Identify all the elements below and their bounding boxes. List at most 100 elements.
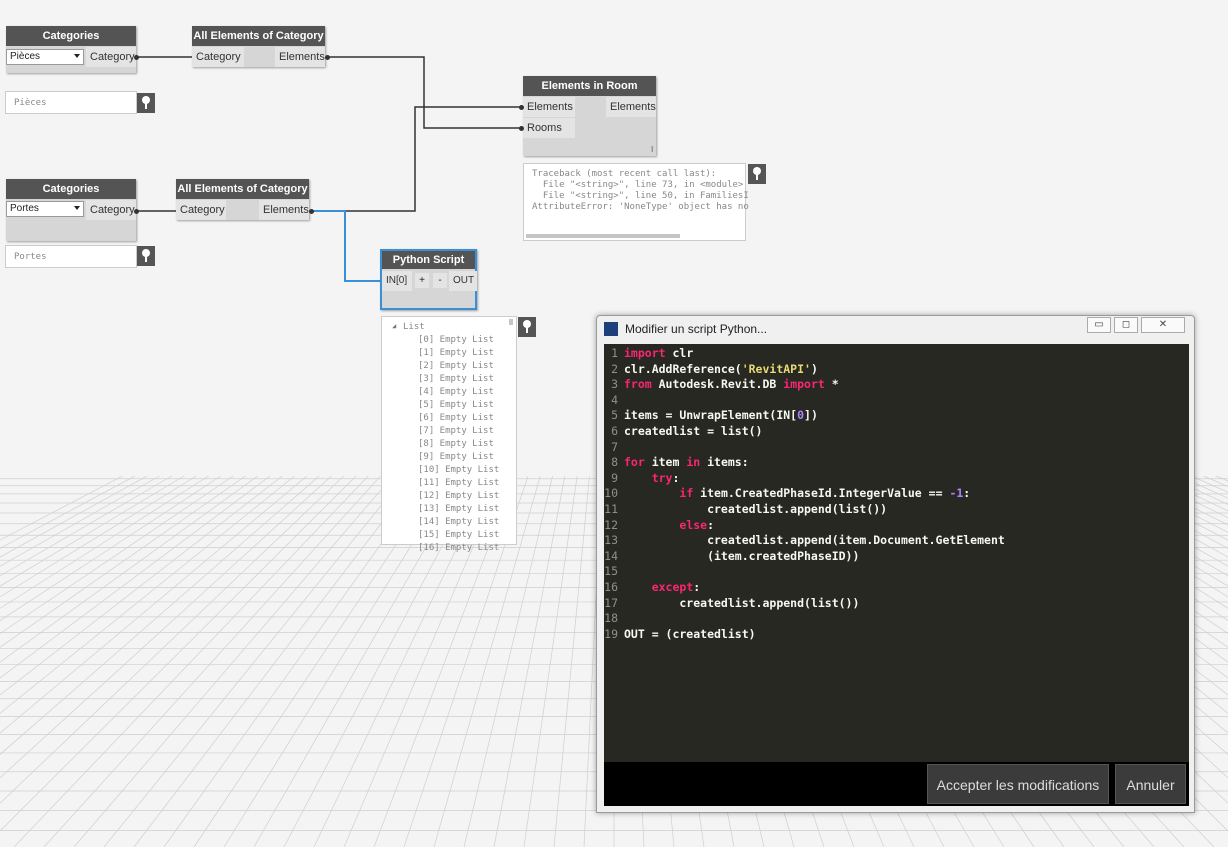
dialog-footer: Accepter les modifications Annuler	[604, 762, 1189, 806]
node-title: Categories	[6, 26, 136, 46]
dropdown-value: Pièces	[10, 51, 41, 62]
output-connector[interactable]	[134, 209, 139, 214]
code-line[interactable]: try:	[651, 470, 680, 485]
list-item: [1] Empty List	[418, 348, 494, 358]
input-connector[interactable]	[519, 126, 524, 131]
line-number: 4	[611, 392, 618, 407]
code-line[interactable]: createdlist = list()	[624, 424, 763, 438]
error-line: Traceback (most recent call last):	[532, 169, 717, 179]
pin-icon[interactable]	[137, 246, 155, 266]
category-dropdown[interactable]: Portes	[6, 201, 84, 217]
code-line[interactable]: else:	[679, 517, 715, 532]
list-item: [4] Empty List	[418, 387, 494, 397]
list-item: [16] Empty List	[418, 543, 500, 553]
error-line: AttributeError: 'NoneType' object has no	[532, 202, 749, 212]
list-item: [6] Empty List	[418, 413, 494, 423]
code-line[interactable]: OUT = (createdlist)	[624, 626, 756, 641]
node-preview: Pièces	[5, 91, 137, 114]
input-port-elements[interactable]: Elements	[523, 97, 575, 117]
list-root: List	[403, 322, 425, 332]
output-connector[interactable]	[325, 55, 330, 60]
line-number: 7	[611, 439, 618, 454]
line-number: 15	[604, 564, 618, 579]
input-port-rooms[interactable]: Rooms	[523, 118, 575, 138]
error-preview: Traceback (most recent call last): File …	[523, 163, 749, 241]
input-port-in0[interactable]: IN[0]	[382, 271, 412, 291]
output-port-elements[interactable]: Elements	[606, 97, 656, 117]
list-item: [11] Empty List	[418, 478, 500, 488]
categories-node-1[interactable]: Categories Pièces Category	[6, 26, 136, 73]
all-elements-of-category-node-1[interactable]: All Elements of Category Category Elemen…	[192, 26, 325, 67]
code-line[interactable]: import clr	[624, 346, 694, 360]
line-number: 19	[604, 626, 618, 641]
accept-changes-button[interactable]: Accepter les modifications	[927, 764, 1109, 804]
list-item: [10] Empty List	[418, 465, 500, 475]
output-port-category[interactable]: Category	[86, 47, 136, 67]
output-port-elements[interactable]: Elements	[259, 200, 309, 220]
categories-node-2[interactable]: Categories Portes Category	[6, 179, 136, 241]
list-item: [0] Empty List	[418, 335, 494, 345]
input-port-category[interactable]: Category	[176, 200, 226, 220]
list-item: [3] Empty List	[418, 374, 494, 384]
code-line[interactable]: createdlist.append(item.Document.GetElem…	[624, 533, 1005, 548]
minimize-button[interactable]: ▭	[1087, 317, 1111, 333]
line-number: 2	[611, 361, 618, 376]
lacing-indicator[interactable]: l	[651, 145, 653, 154]
list-item: [5] Empty List	[418, 400, 494, 410]
error-line: File "<string>", line 50, in FamiliesI	[532, 191, 749, 201]
code-line[interactable]: (item.createdPhaseID))	[624, 548, 860, 563]
output-port-out[interactable]: OUT	[449, 271, 477, 291]
close-button[interactable]: ✕	[1141, 317, 1185, 333]
category-dropdown[interactable]: Pièces	[6, 49, 84, 65]
code-line[interactable]: createdlist.append(list())	[624, 595, 860, 610]
expand-triangle-icon[interactable]: ◢	[392, 322, 397, 330]
python-script-node[interactable]: Python Script IN[0] + - OUT	[380, 249, 477, 310]
node-title: Elements in Room	[523, 76, 656, 96]
horizontal-scrollbar[interactable]	[526, 234, 680, 238]
code-line[interactable]: items = UnwrapElement(IN[0])	[624, 408, 818, 423]
node-title: Python Script	[382, 251, 475, 269]
output-port-category[interactable]: Category	[86, 200, 136, 220]
output-port-elements[interactable]: Elements	[275, 47, 325, 67]
maximize-button[interactable]: ◻	[1114, 317, 1138, 333]
input-port-category[interactable]: Category	[192, 47, 244, 67]
list-preview: ◢ List [0] Empty List [1] Empty List [2] E…	[381, 316, 517, 553]
output-connector[interactable]	[134, 55, 139, 60]
line-number: 1	[611, 346, 618, 360]
code-line[interactable]: clr.AddReference('RevitAPI')	[624, 361, 818, 376]
code-line[interactable]: except:	[651, 580, 701, 594]
error-line: File "<string>", line 73, in <module>	[532, 180, 744, 190]
line-number: 6	[611, 424, 618, 438]
line-number: 5	[611, 408, 618, 423]
line-number: 8	[611, 455, 618, 470]
list-item: [2] Empty List	[418, 361, 494, 371]
code-line[interactable]: if item.CreatedPhaseId.IntegerValue == -…	[679, 486, 971, 501]
code-line[interactable]: from Autodesk.Revit.DB import *	[624, 377, 839, 392]
pin-icon[interactable]	[137, 93, 155, 113]
node-preview: Portes	[5, 245, 137, 268]
elements-in-room-node[interactable]: Elements in Room Elements Rooms Elements…	[523, 76, 656, 156]
line-number: 13	[604, 533, 618, 548]
pin-icon[interactable]	[518, 317, 536, 337]
output-connector[interactable]	[309, 209, 314, 214]
code-line[interactable]: for item in items:	[624, 455, 749, 470]
vertical-scrollbar[interactable]	[509, 319, 513, 325]
cancel-button[interactable]: Annuler	[1115, 764, 1186, 804]
line-number: 10	[604, 486, 618, 501]
all-elements-of-category-node-2[interactable]: All Elements of Category Category Elemen…	[176, 179, 309, 220]
remove-input-button[interactable]: -	[433, 273, 447, 288]
line-number: 14	[604, 548, 618, 563]
pin-icon[interactable]	[748, 164, 766, 184]
input-connector[interactable]	[519, 105, 524, 110]
list-item: [9] Empty List	[418, 452, 494, 462]
add-input-button[interactable]: +	[415, 273, 429, 288]
node-title: All Elements of Category	[176, 179, 309, 199]
list-item: [7] Empty List	[418, 426, 494, 436]
code-line[interactable]: createdlist.append(list())	[624, 502, 888, 516]
dialog-title: Modifier un script Python...	[625, 322, 768, 336]
line-number: 16	[604, 580, 618, 594]
dialog-titlebar[interactable]: Modifier un script Python... ▭ ◻ ✕	[597, 316, 1194, 342]
chevron-down-icon	[74, 54, 80, 58]
